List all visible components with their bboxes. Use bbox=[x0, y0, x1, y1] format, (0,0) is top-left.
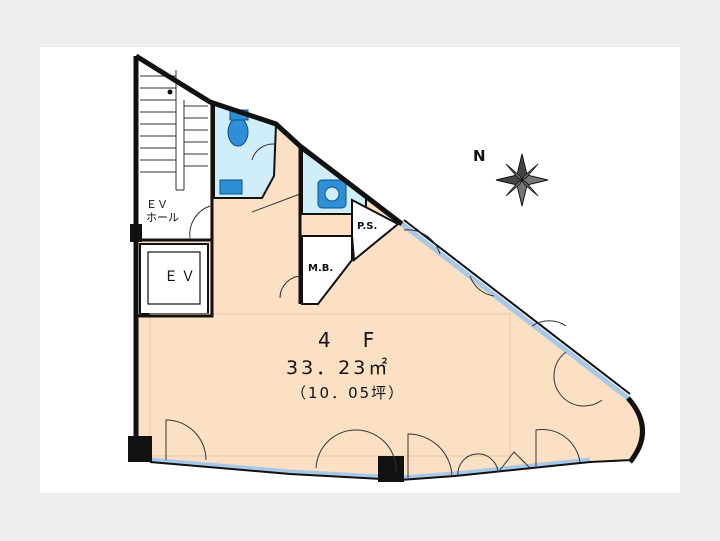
floor-dimension-line bbox=[149, 313, 511, 457]
east-wall bbox=[403, 219, 631, 395]
inner-wall-ev bbox=[136, 238, 214, 318]
elevator-car bbox=[147, 251, 201, 305]
column-sw bbox=[128, 436, 152, 462]
ev-hall-door bbox=[189, 205, 211, 239]
floor-number-label: 4 F bbox=[318, 328, 381, 352]
door-swing-3 bbox=[407, 433, 453, 478]
elevator-shaft bbox=[139, 243, 209, 315]
elevator-label: ＥＶ bbox=[164, 269, 198, 285]
north-wall bbox=[134, 53, 404, 226]
stair-dot bbox=[167, 89, 173, 95]
stair-treads bbox=[140, 70, 208, 191]
corner-curve bbox=[626, 396, 645, 464]
mb-room bbox=[301, 235, 353, 305]
door-swing-4 bbox=[457, 453, 499, 477]
door-swing-e4 bbox=[553, 351, 603, 407]
floor-area-label: 33．23㎡ bbox=[286, 357, 391, 379]
mb-label: M.B. bbox=[308, 263, 334, 274]
door-swing-6 bbox=[499, 451, 531, 471]
door-swing-5 bbox=[535, 428, 581, 466]
door-swing-e3 bbox=[531, 320, 567, 327]
door-swing-e2 bbox=[469, 275, 495, 297]
compass-icon bbox=[495, 153, 549, 207]
toilet-bowl-icon bbox=[227, 117, 249, 147]
south-wall bbox=[149, 459, 633, 482]
compass-north-label: N bbox=[473, 147, 486, 165]
ps-shaft bbox=[351, 198, 400, 262]
ps-label: P.S. bbox=[357, 221, 378, 232]
door-swing-1 bbox=[165, 419, 207, 461]
column-s bbox=[378, 456, 404, 482]
ev-hall-area bbox=[136, 200, 210, 240]
floor-tsubo-label: （10．05坪） bbox=[291, 384, 406, 402]
sink-basin-icon bbox=[324, 186, 340, 202]
door-swing-2 bbox=[315, 429, 397, 473]
toilet-door-swing bbox=[251, 143, 275, 161]
column-ev bbox=[130, 224, 142, 242]
toilet-shelf-icon bbox=[219, 179, 243, 195]
ev-hall-label: ＥＶ ホール bbox=[146, 198, 179, 224]
door-swing-e1 bbox=[403, 229, 441, 255]
